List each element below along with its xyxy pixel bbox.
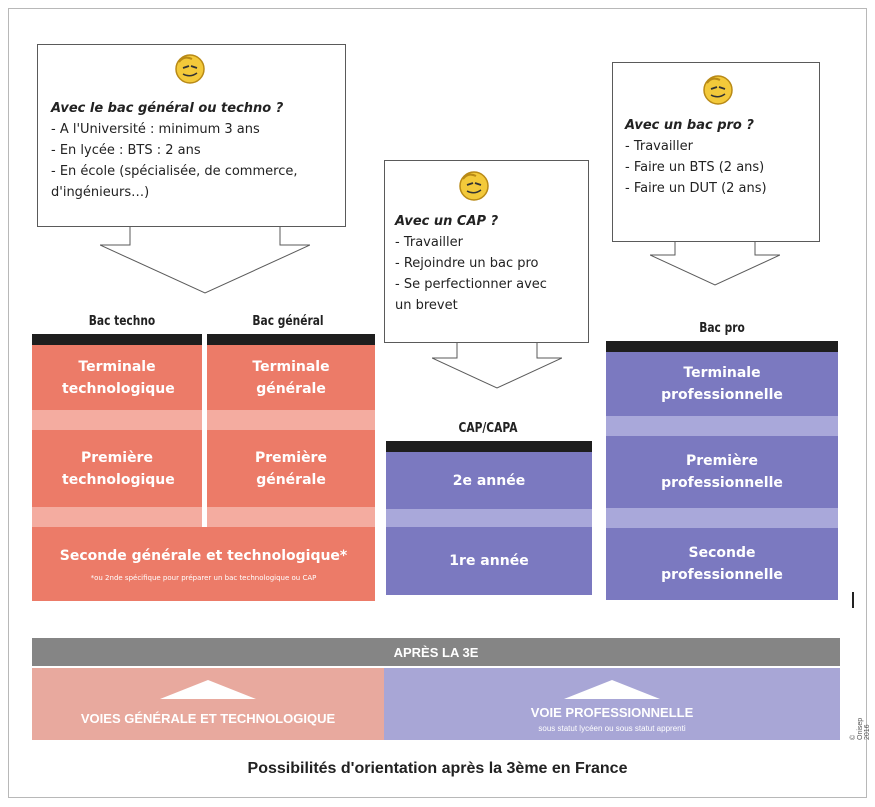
band-right-sublabel: sous statut lycéen ou sous statut appren…	[538, 724, 686, 733]
smiley-icon	[459, 171, 489, 201]
callout-item: - Faire un BTS (2 ans)	[625, 160, 765, 175]
cell-spacer	[207, 507, 375, 527]
column-header-bar	[207, 334, 375, 345]
cell-seconde-professionnelle: Seconde professionnelle	[606, 528, 838, 600]
callout-item: - En école (spécialisée, de commerce,	[51, 164, 298, 179]
outer-frame	[8, 8, 867, 798]
cell-spacer	[32, 410, 202, 430]
arrow-general	[100, 225, 310, 294]
callout-item: - Travailler	[625, 139, 694, 154]
cell-label: Première professionnelle	[661, 453, 783, 491]
callout-item: - A l'Université : minimum 3 ans	[51, 122, 260, 137]
cell-spacer	[386, 509, 592, 527]
cell-spacer	[606, 508, 838, 528]
cell-premiere-professionnelle: Première professionnelle	[606, 436, 838, 508]
cell-label: 2e année	[452, 472, 526, 489]
band-header-apres-la-3e: APRÈS LA 3E	[32, 638, 840, 666]
column-title-cap: CAP/CAPA	[458, 421, 518, 436]
column-title-bac-pro: Bac pro	[699, 321, 745, 336]
callout-item: - En lycée : BTS : 2 ans	[51, 143, 201, 158]
callout-title: Avec le bac général ou techno ?	[51, 101, 284, 116]
cell-spacer	[606, 416, 838, 436]
cell-label: 1re année	[449, 553, 529, 569]
cell-premiere-generale: Première générale	[207, 430, 375, 507]
cell-label: Première générale	[255, 449, 327, 488]
cell-label: Seconde générale et technologique*	[59, 548, 348, 564]
cell-note: *ou 2nde spécifique pour préparer un bac…	[90, 574, 317, 582]
edge-mark	[852, 592, 854, 608]
callout-item: - Travailler	[395, 235, 464, 250]
cell-label: Seconde professionnelle	[661, 545, 783, 583]
callout-item: - Se perfectionner avec	[395, 277, 547, 292]
cell-spacer	[32, 507, 202, 527]
column-header-bar	[32, 334, 202, 345]
cell-terminale-generale: Terminale générale	[207, 345, 375, 410]
band-header-label: APRÈS LA 3E	[393, 644, 479, 660]
callout-item: un brevet	[395, 298, 458, 313]
cell-spacer	[207, 410, 375, 430]
cell-label: Première technologique	[62, 449, 175, 488]
copyright-text: © Onisep 2016	[850, 717, 871, 740]
cell-label: Terminale technologique	[62, 358, 175, 397]
cell-cap-2e-annee: 2e année	[386, 452, 592, 509]
band-left-label: VOIES GÉNÉRALE ET TECHNOLOGIQUE	[80, 711, 336, 726]
cell-label: Terminale professionnelle	[661, 365, 783, 403]
smiley-icon	[703, 75, 733, 105]
column-title-bac-techno: Bac techno	[88, 314, 156, 329]
column-title-bac-general: Bac général	[252, 314, 324, 329]
callout-title: Avec un CAP ?	[395, 214, 499, 229]
callout-cap: Avec un CAP ? - Travailler - Rejoindre u…	[384, 160, 589, 343]
up-arrow-icon	[160, 680, 256, 699]
cell-terminale-professionnelle: Terminale professionnelle	[606, 352, 838, 416]
column-header-bar	[386, 441, 592, 452]
up-arrow-icon	[564, 680, 660, 699]
column-header-bar	[606, 341, 838, 352]
diagram-caption: Possibilités d'orientation après la 3ème…	[247, 760, 628, 777]
band-voie-professionnelle: VOIE PROFESSIONNELLE sous statut lycéen …	[384, 668, 840, 740]
callout-title: Avec un bac pro ?	[625, 118, 754, 133]
band-right-label: VOIE PROFESSIONNELLE	[530, 705, 694, 720]
callout-item: - Faire un DUT (2 ans)	[625, 181, 767, 196]
cell-premiere-technologique: Première technologique	[32, 430, 202, 507]
cell-cap-1re-annee: 1re année	[386, 527, 592, 595]
cell-label: Terminale générale	[252, 358, 330, 397]
cell-terminale-technologique: Terminale technologique	[32, 345, 202, 410]
callout-item: - Rejoindre un bac pro	[395, 256, 539, 271]
cell-seconde-generale-technologique: Seconde générale et technologique* *ou 2…	[32, 527, 375, 601]
smiley-icon	[175, 54, 205, 84]
band-voies-generale-technologique: VOIES GÉNÉRALE ET TECHNOLOGIQUE	[32, 668, 384, 740]
callout-item: d'ingénieurs…)	[51, 185, 150, 200]
